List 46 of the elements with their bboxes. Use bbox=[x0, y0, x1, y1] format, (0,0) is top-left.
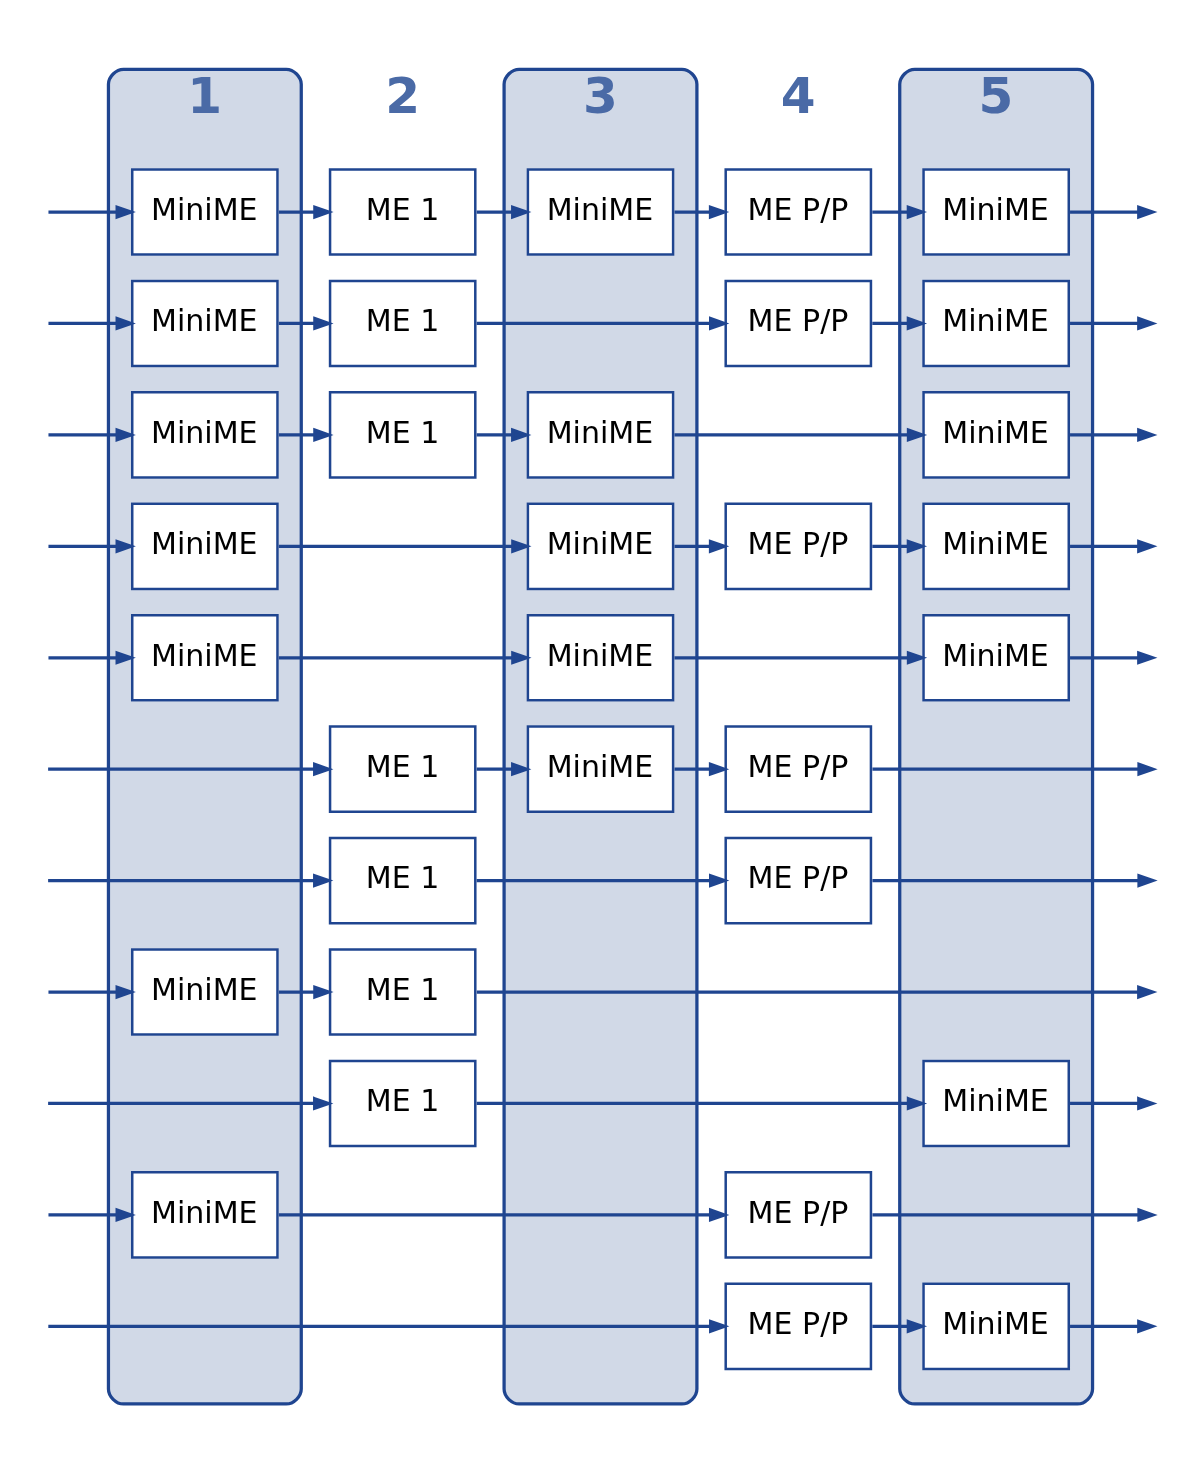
arrow bbox=[48, 315, 136, 331]
arrow bbox=[872, 315, 928, 331]
arrow bbox=[48, 1318, 730, 1333]
arrow bbox=[278, 650, 532, 665]
arrow bbox=[674, 538, 730, 553]
arrow bbox=[48, 538, 136, 553]
arrow bbox=[476, 761, 532, 776]
arrow bbox=[48, 1207, 136, 1222]
label: 2 bbox=[385, 66, 421, 125]
arrow bbox=[872, 873, 1158, 888]
arrow bbox=[872, 1207, 1158, 1222]
arrow bbox=[1070, 1095, 1158, 1111]
arrow bbox=[1070, 650, 1158, 665]
arrow bbox=[1070, 1318, 1158, 1333]
arrow bbox=[48, 761, 334, 776]
arrow bbox=[476, 204, 532, 219]
arrow bbox=[278, 984, 334, 999]
arrow bbox=[674, 761, 730, 776]
arrow bbox=[48, 1095, 334, 1111]
arrow bbox=[1070, 427, 1158, 442]
arrow bbox=[278, 538, 532, 553]
arrow bbox=[48, 427, 136, 442]
arrow bbox=[476, 873, 730, 888]
arrow bbox=[1070, 538, 1158, 553]
arrow bbox=[476, 1095, 928, 1111]
arrow bbox=[48, 650, 136, 665]
arrow bbox=[674, 427, 928, 442]
arrow bbox=[674, 650, 928, 665]
arrow bbox=[872, 538, 928, 553]
arrow bbox=[278, 315, 334, 331]
arrow bbox=[476, 427, 532, 442]
arrow bbox=[48, 204, 136, 219]
arrow bbox=[872, 204, 928, 219]
arrow bbox=[1070, 315, 1158, 331]
arrow bbox=[872, 1318, 928, 1333]
arrow bbox=[48, 984, 136, 999]
arrow bbox=[476, 984, 1158, 999]
arrow bbox=[278, 204, 334, 219]
arrow bbox=[674, 204, 730, 219]
arrow bbox=[872, 761, 1158, 776]
arrow bbox=[48, 873, 334, 888]
arrow bbox=[278, 1207, 730, 1222]
arrow bbox=[1070, 204, 1158, 219]
arrow bbox=[278, 427, 334, 442]
arrow bbox=[476, 315, 730, 331]
label: 4 bbox=[780, 66, 816, 125]
